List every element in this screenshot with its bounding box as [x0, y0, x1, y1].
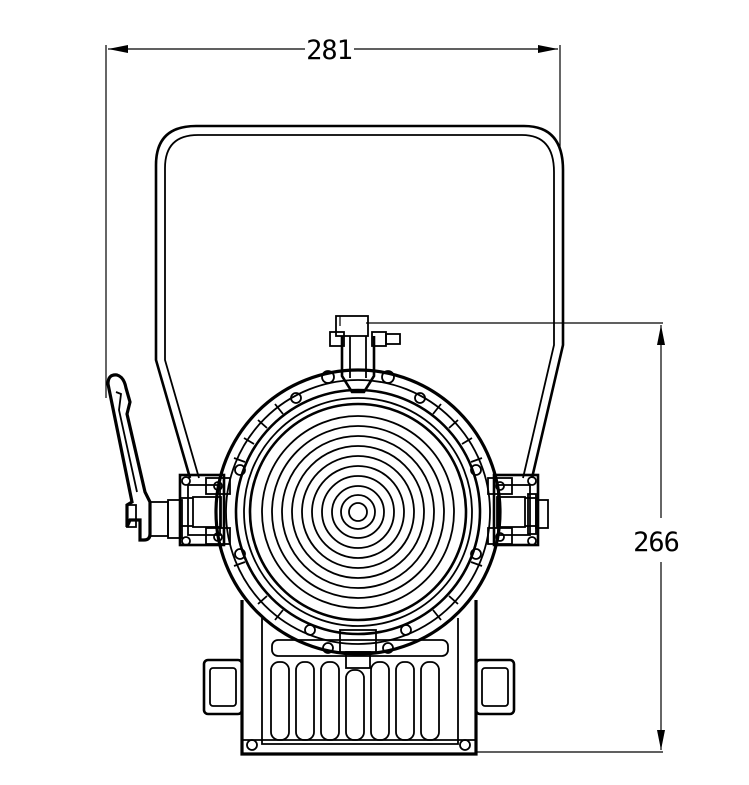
- width-dimension: 281: [105, 35, 561, 398]
- width-dimension-label: 281: [306, 35, 352, 66]
- heatsink-fins: [270, 639, 449, 741]
- left-side-handle: [202, 658, 244, 716]
- top-latch: [329, 315, 401, 394]
- housing-slots: [233, 403, 483, 621]
- tilt-lock-handle: [106, 373, 183, 542]
- bottom-latch: [339, 629, 377, 669]
- yoke-bracket: [154, 124, 565, 479]
- housing-screws: [234, 370, 482, 654]
- housing: [214, 368, 502, 656]
- right-bracket-assembly: [487, 473, 540, 547]
- width-arrow-right: [538, 45, 558, 53]
- height-dimension-label: 266: [633, 527, 679, 558]
- width-arrow-left: [108, 45, 128, 53]
- right-side-handle: [474, 658, 516, 716]
- height-arrow-top: [657, 325, 665, 345]
- right-tilt-knob: [527, 493, 549, 535]
- rear-body-heatsink: [240, 600, 478, 756]
- fresnel-lens: [248, 402, 468, 622]
- left-bracket-assembly: [178, 473, 231, 547]
- height-arrow-bottom: [657, 730, 665, 750]
- height-dimension: 266: [366, 322, 680, 753]
